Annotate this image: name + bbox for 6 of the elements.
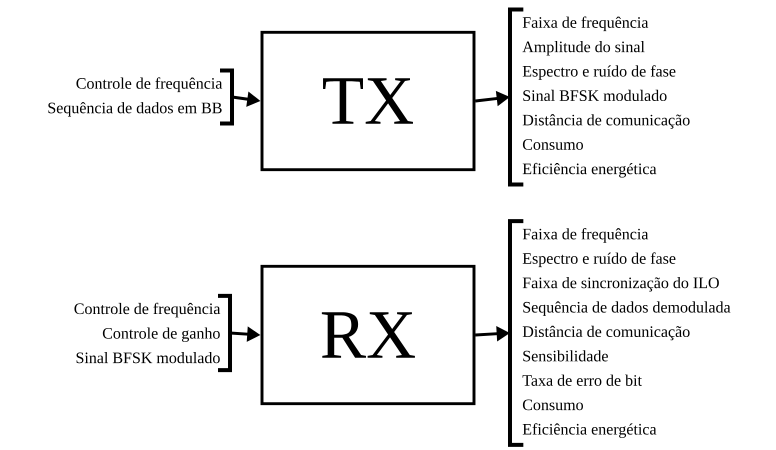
bracketed-list: Controle de frequência Sequência de dados em BB bbox=[48, 68, 234, 126]
block-box: TX bbox=[260, 30, 476, 172]
bracketed-list: Faixa de frequência Amplitude do sinal Espectro e ruído de fase Sinal BFSK modulado Distância de comunicação Consumo Eficiência energética bbox=[508, 8, 690, 186]
bracketed-list: Faixa de frequência Espectro e ruído de fase Faixa de sincronização do ILO Sequência de dados demodulada Distância de comunicação Sensibilidade Taxa de erro de bit Consumo Eficiência energética bbox=[508, 219, 730, 447]
block-box: RX bbox=[260, 264, 476, 406]
bracketed-list: Controle de frequência Controle de ganho Sinal BFSK modulado bbox=[74, 294, 232, 372]
